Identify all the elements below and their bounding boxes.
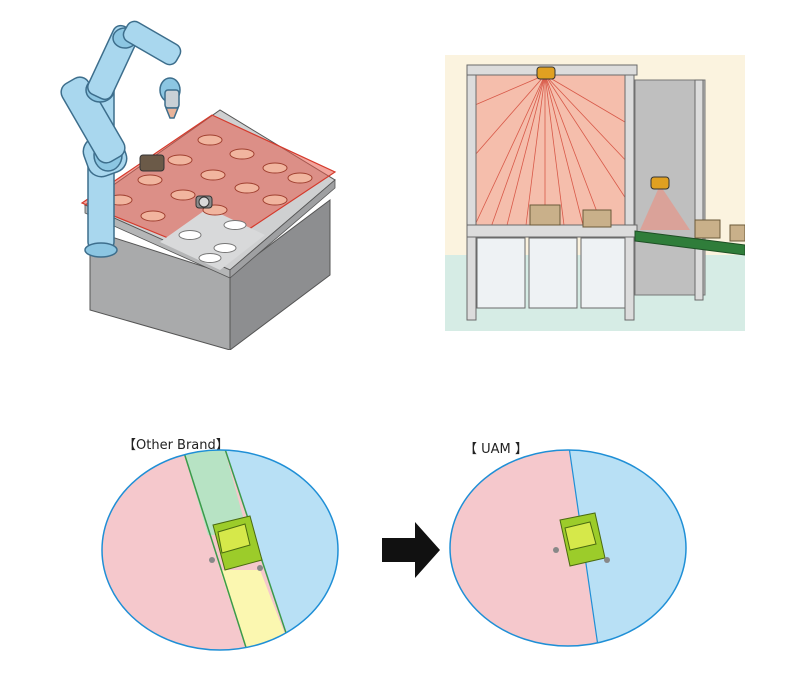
caption-other-brand: 【Other Brand】 (123, 438, 229, 453)
robot-sensor-icon (139, 154, 165, 172)
ceiling-sensor-icon (536, 66, 556, 80)
uam-sensor-icon (553, 512, 610, 567)
table-holes (107, 134, 313, 222)
boxes (529, 204, 745, 242)
conveyor-cell-illustration (445, 55, 745, 331)
scan-area-main (475, 75, 630, 235)
conveyor-sensor-icon (650, 176, 670, 190)
caption-uam: 【 UAM 】 (464, 442, 528, 457)
table-front (89, 229, 231, 350)
table-side (229, 199, 331, 350)
other-brand-sensor-icon (209, 515, 263, 571)
scan-area-conveyor (640, 185, 690, 230)
scan-lines (474, 74, 631, 234)
robot-workcell-illustration (60, 20, 360, 350)
uncovered-holes (178, 220, 247, 263)
robot-arm (60, 20, 182, 258)
conveyor (634, 230, 745, 256)
dead-zone-upper (180, 450, 248, 535)
table-sensor-icon (195, 195, 213, 209)
cabinet-panels (476, 237, 626, 309)
right-arrow-icon (382, 522, 440, 578)
zone-comparison (100, 420, 720, 680)
